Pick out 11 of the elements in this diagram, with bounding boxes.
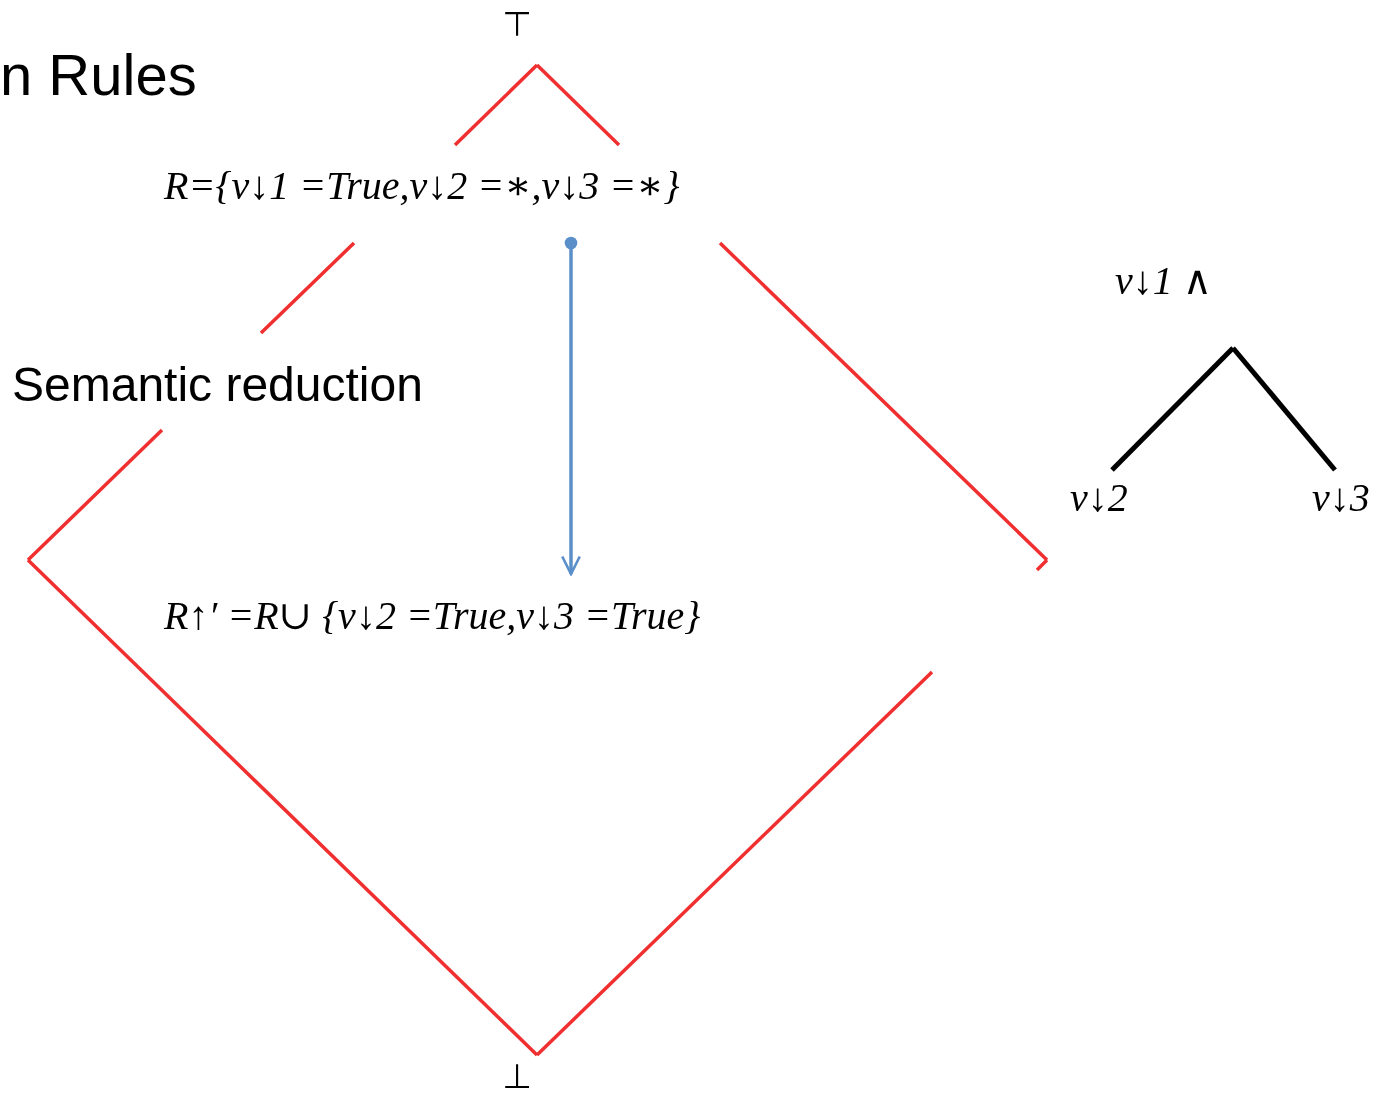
top-symbol: ⊤ — [501, 6, 533, 42]
arrow — [560, 236, 582, 576]
formula-text: R={v↓1 =True,v↓2 =∗,v↓3 =∗} — [164, 164, 680, 208]
variable-label: v↓1 ∧ — [1115, 259, 1213, 303]
tree-branch-line — [1231, 346, 1337, 472]
formula-text: R↑′ =R∪ {v↓2 =True,v↓3 =True} — [164, 594, 701, 638]
bottom-symbol: ⊥ — [501, 1058, 533, 1094]
tree-branch-line — [1110, 346, 1235, 472]
slide-title: n Rules — [0, 42, 197, 108]
variable-label: v↓3 — [1312, 476, 1370, 520]
variable-label: v↓2 — [1070, 476, 1128, 520]
